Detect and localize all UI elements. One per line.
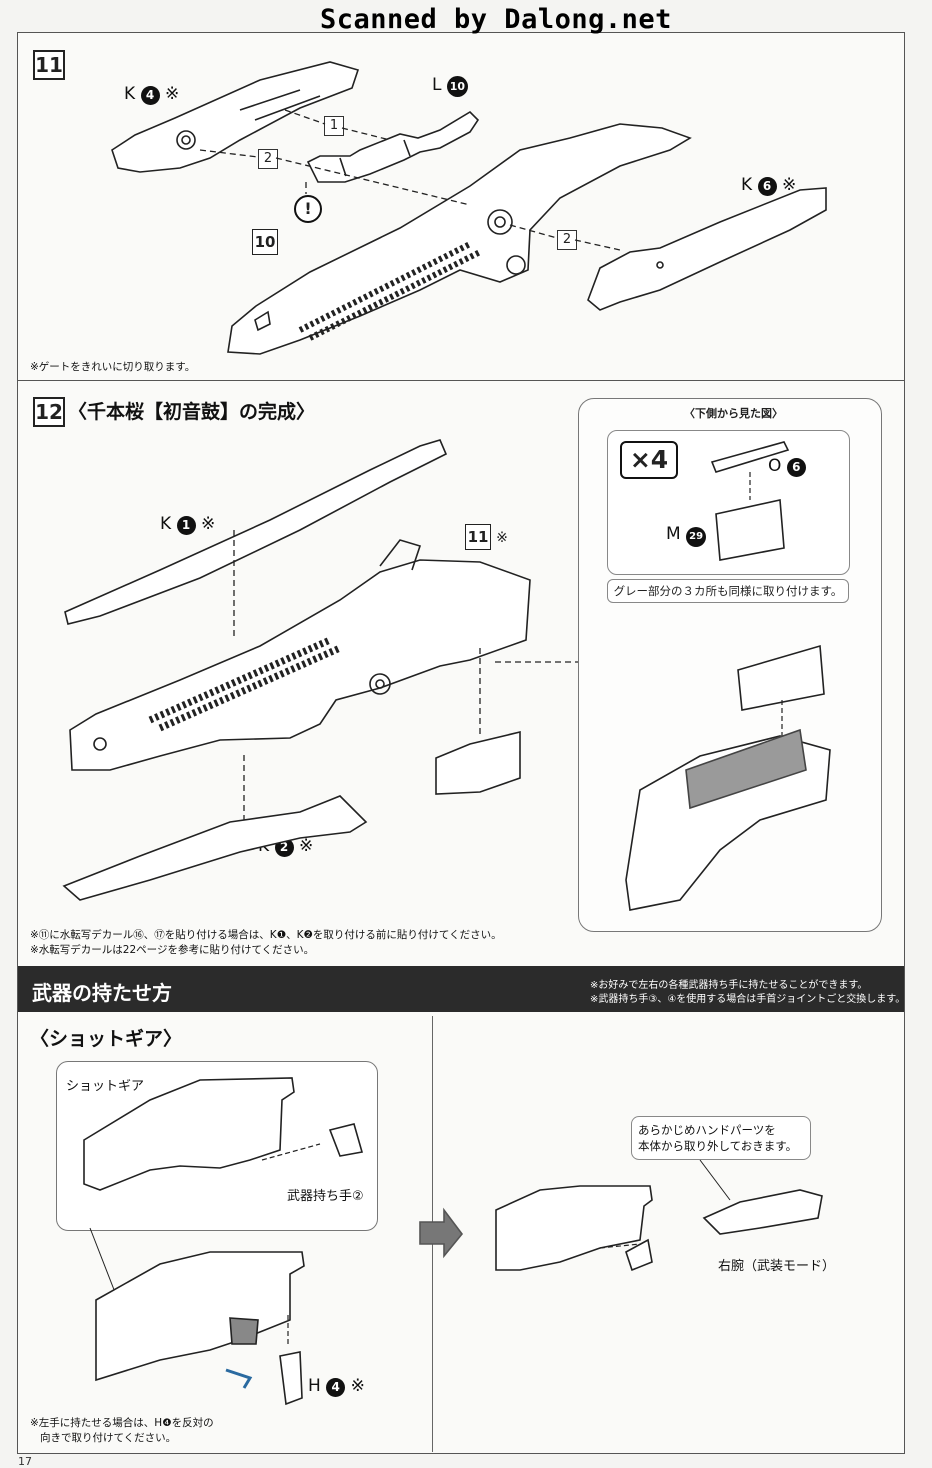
part-letter: H [308,1376,321,1396]
step-11-number: 11 [33,50,65,80]
part-label-k4: K 4 ※ [124,84,179,105]
left-hand-note-line-1: ※左手に持たせる場合は、H❹を反対の [30,1417,214,1429]
divider-step11-step12 [18,380,904,381]
part-number-badge: 6 [786,458,806,477]
section-note-2: ※武器持ち手③、④を使用する場合は手首ジョイントごと交換します。 [590,994,906,1005]
asterisk-mark: ※ [164,84,180,104]
arrow-label-2b: 2 [557,230,577,250]
asterisk-mark: ※ [350,1376,365,1396]
part-letter: L [432,75,442,95]
part-l10-drawing [306,110,480,183]
step-12-note-2: ※水転写デカールは22ページを参考に貼り付けてください。 [30,944,315,956]
part-k1-drawing [64,439,448,625]
step-11-guide-lines [199,109,621,251]
part-letter: K [160,514,172,534]
inset-parts-drawing [625,441,831,911]
step-12-number: 12 [33,397,65,427]
step-11-note: ※ゲートをきれいに切り取ります。 [30,361,196,373]
subassembly-ref-10: 10 [252,229,278,255]
subassembly-ref-11: 11 [465,524,491,550]
part-letter: M [666,524,681,544]
quantity-multiplier: ×4 [620,441,678,479]
remove-hand-callout-line-1: あらかじめハンドパーツを [638,1123,776,1137]
step-transition-arrow-icon [419,1207,464,1259]
asterisk-mark: ※ [781,175,797,195]
part-letter: K [741,175,753,195]
section-title: 武器の持たせ方 [32,981,172,1005]
section-header-band [18,966,904,1012]
part-letter: K [124,84,136,104]
right-arm-drawing [495,1159,823,1272]
part-label-h4: H 4 ※ [308,1376,365,1397]
watermark-text: Scanned by Dalong.net [320,4,672,35]
shot-gear-label: ショットギア [66,1079,145,1094]
shot-gear-detail-drawing [83,1077,364,1406]
asterisk-mark: ※ [298,836,314,856]
part-number-badge: 10 [446,76,468,97]
part-letter: O [768,456,782,476]
step-12-title: 〈千本桜【初音鼓】の完成〉 [68,401,316,423]
part-number-badge: 29 [686,527,707,547]
part-label-m29: M 29 [666,524,707,547]
arrow-label-1: 1 [324,116,344,136]
section-note-1: ※お好みで左右の各種武器持ち手に持たせることができます。 [590,980,868,991]
asterisk-mark: ※ [200,514,216,534]
subassembly-ref-11-label: 11 ※ [465,524,508,550]
part-number-badge: 6 [757,177,777,196]
caution-icon: ! [294,195,322,223]
main-body-10-drawing [227,123,692,355]
remove-hand-callout-box [631,1116,811,1160]
part-number-badge: 4 [326,1378,346,1397]
inset-title: 〈下側から見た図〉 [684,407,783,420]
asterisk-mark: ※ [496,530,508,546]
left-hand-note-line-2: 向きで取り付けてください。 [40,1432,177,1444]
part-label-k1: K 1 ※ [160,514,215,535]
inset-callout: グレー部分の３カ所も同様に取り付けます。 [607,579,849,603]
part-label-o6: O 6 [768,456,806,477]
part-k6-drawing [587,187,827,311]
part-m-small-drawing [435,730,521,795]
step-12-guide-lines [233,530,578,820]
part-k2-drawing [62,795,368,901]
completed-weapon-drawing [69,539,531,771]
part-number-badge: 1 [176,516,196,535]
part-k4-drawing [111,61,360,173]
weapon-hand-label: 武器持ち手② [287,1189,364,1204]
part-label-k6: K 6 ※ [741,175,796,196]
weapon-subtitle: 〈ショットギア〉 [30,1028,183,1050]
part-label-l10: L 10 [432,75,468,97]
remove-hand-callout-line-2: 本体から取り外しておきます。 [638,1139,798,1153]
page-number: 17 [18,1455,32,1468]
right-arm-label: 右腕（武装モード） [718,1259,836,1274]
part-number-badge: 4 [140,86,160,105]
step-12-note-1: ※⑪に水転写デカール⑯、⑰を貼り付ける場合は、K❶、K❷を取り付ける前に貼り付け… [30,929,502,941]
